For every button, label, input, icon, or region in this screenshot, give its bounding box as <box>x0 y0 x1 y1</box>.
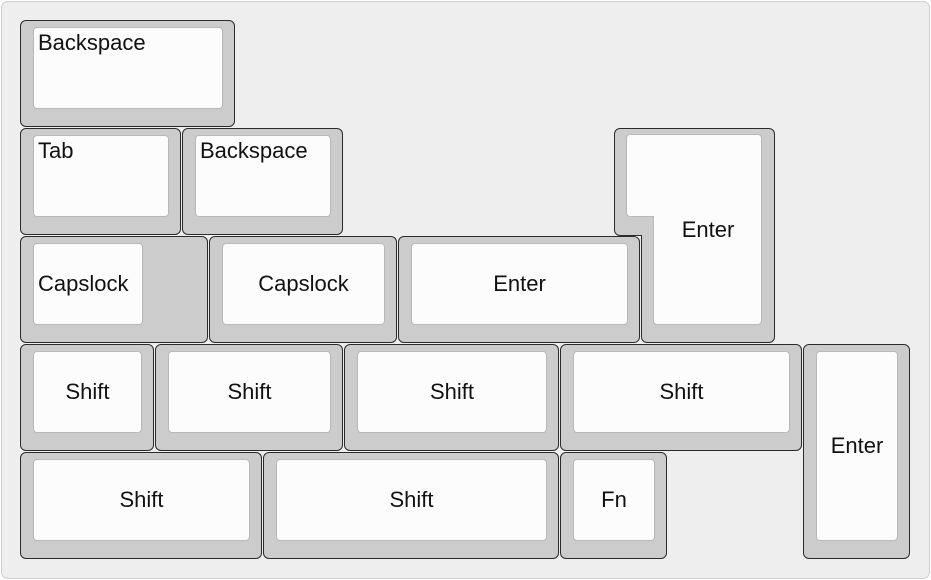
key-label: Backspace <box>195 135 331 217</box>
key-label: Shift <box>168 351 331 433</box>
enter-key-iso[interactable]: Enter <box>614 128 775 343</box>
key-label: Shift <box>33 459 250 541</box>
key-label: Fn <box>573 459 655 541</box>
backspace-key-2[interactable]: Backspace <box>182 128 343 235</box>
shift-key-5[interactable]: Shift <box>20 452 262 559</box>
key-label: Backspace <box>33 27 223 109</box>
capslock-key[interactable]: Capslock <box>209 236 397 343</box>
shift-key-2[interactable]: Shift <box>155 344 343 451</box>
key-label: Enter <box>816 351 898 541</box>
backspace-key[interactable]: Backspace <box>20 20 235 127</box>
capslock-key-stepped[interactable]: Capslock <box>20 236 208 343</box>
key-label: Enter <box>681 217 735 242</box>
shift-key-4[interactable]: Shift <box>560 344 802 451</box>
fn-key[interactable]: Fn <box>560 452 667 559</box>
key-label: Shift <box>573 351 790 433</box>
enter-key-iso-shape <box>614 128 775 343</box>
tab-key[interactable]: Tab <box>20 128 181 235</box>
key-label: Shift <box>357 351 547 433</box>
key-label: Tab <box>33 135 169 217</box>
key-label: Capslock <box>33 243 143 325</box>
key-label: Capslock <box>222 243 385 325</box>
key-label: Shift <box>276 459 547 541</box>
enter-key-tall[interactable]: Enter <box>803 344 910 559</box>
shift-key-1[interactable]: Shift <box>20 344 154 451</box>
key-label: Shift <box>33 351 142 433</box>
key-label: Enter <box>411 243 628 325</box>
enter-key-wide[interactable]: Enter <box>398 236 640 343</box>
shift-key-6[interactable]: Shift <box>263 452 559 559</box>
shift-key-3[interactable]: Shift <box>344 344 559 451</box>
